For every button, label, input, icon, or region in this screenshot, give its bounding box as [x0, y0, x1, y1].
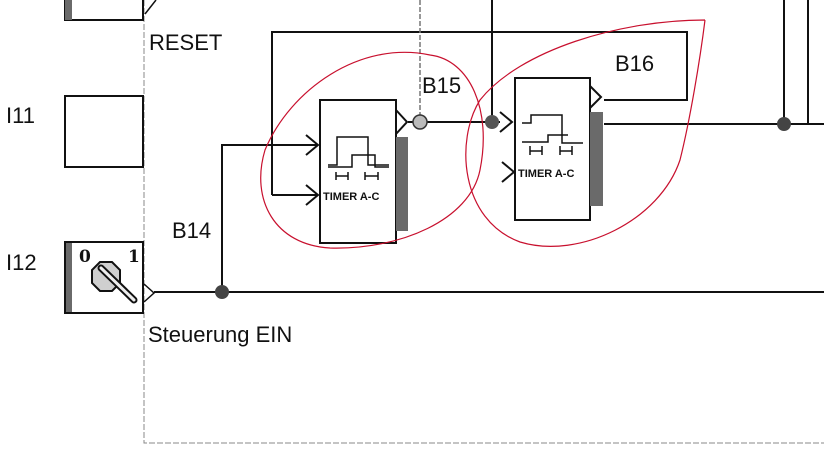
timer-icon	[522, 114, 583, 155]
junction-b15-in[interactable]	[485, 115, 499, 129]
red-annotation-circles	[260, 19, 706, 249]
timer-block-b15[interactable]: TIMER A-C	[319, 99, 409, 244]
steuerung-label: Steuerung EIN	[148, 322, 292, 347]
rotary-switch-icon	[91, 261, 138, 304]
junction-b16-out[interactable]	[777, 117, 791, 131]
b16-label: B16	[615, 51, 654, 76]
i11-input-block[interactable]	[64, 95, 144, 168]
reset-input-block[interactable]	[64, 0, 157, 21]
i12-label: I12	[6, 250, 37, 275]
b14-label: B14	[172, 218, 211, 243]
timer-icon	[328, 136, 389, 180]
reset-label: RESET	[149, 30, 222, 55]
switch-pos-0: 0	[79, 247, 91, 267]
timer-label: TIMER A-C	[518, 168, 574, 180]
frame-line	[143, 0, 824, 444]
output-strip	[396, 137, 408, 231]
junction-b15-out[interactable]	[412, 114, 428, 130]
b15-label: B15	[422, 73, 461, 98]
junction-b14[interactable]	[215, 285, 229, 299]
output-strip	[590, 112, 603, 206]
wires	[154, 0, 824, 293]
i12-switch-block[interactable]: 0 1	[64, 241, 156, 314]
timer-label: TIMER A-C	[323, 191, 379, 203]
switch-pos-1: 1	[128, 247, 140, 267]
i11-label: I11	[6, 103, 35, 128]
timer-block-b16[interactable]: TIMER A-C	[514, 77, 603, 221]
